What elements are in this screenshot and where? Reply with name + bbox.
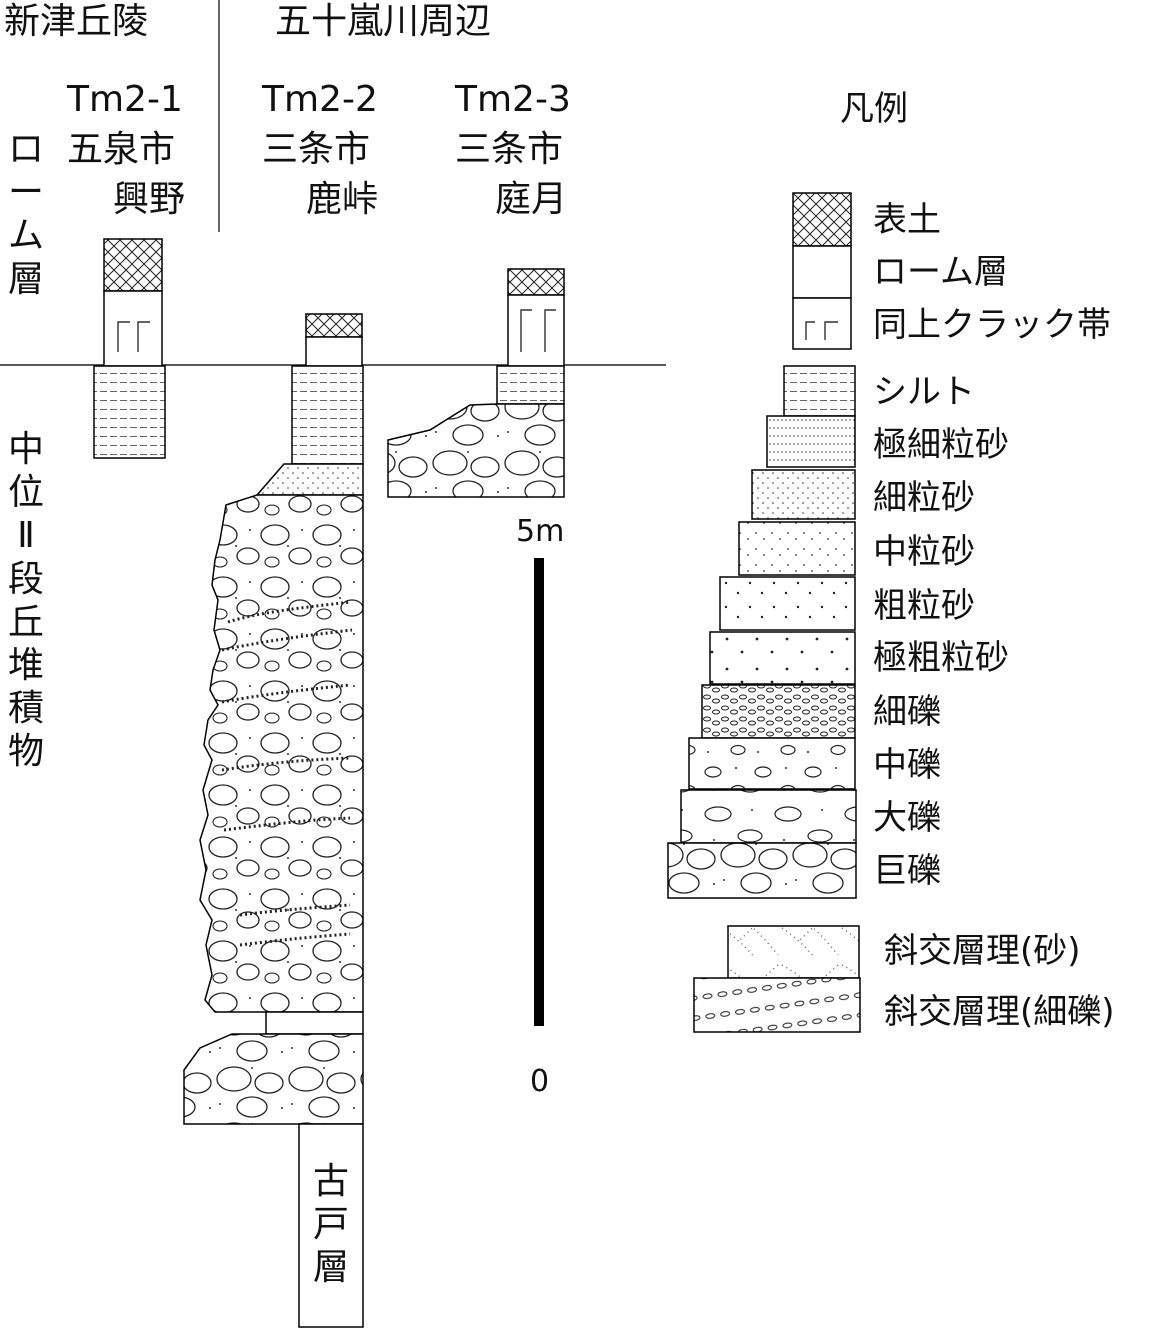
legend-label: 巨礫 [873,851,941,891]
legend-label: 表土 [873,200,941,240]
header-igarashi: 五十嵐川周辺 [275,1,492,42]
column-tm2-3 [387,268,565,498]
legend-label: 細粒砂 [873,478,975,518]
header-niitsu: 新津丘陵 [4,1,149,42]
legend-label: 斜交層理(砂) [884,931,1081,971]
legend-label: 極粗粒砂 [873,638,1009,678]
scale-label-top: 5m [516,514,565,549]
site-place: 庭月 [495,179,568,220]
site-id: Tm2-1 [67,79,183,120]
site-id: Tm2-2 [262,79,378,120]
legend-label: 細礫 [873,692,941,732]
site-place: 興野 [113,179,186,220]
site-place: 鹿峠 [306,179,379,220]
column-tm2-1 [93,238,166,459]
column-tm2-2 [183,313,364,1328]
legend-label: 粗粒砂 [873,586,975,626]
site-id: Tm2-3 [455,79,571,120]
legend-title: 凡例 [840,89,908,129]
site-city: 三条市 [455,129,564,170]
unit-label-loam: ローム層 [7,129,44,300]
legend-label: シルト [873,372,975,412]
legend-label: 大礫 [873,798,941,838]
legend-label: 中粒砂 [873,532,975,572]
site-city: 三条市 [262,129,371,170]
legend-label: 同上クラック帯 [873,305,1111,345]
site-city: 五泉市 [67,129,176,170]
legend-label: 極細粒砂 [873,425,1009,465]
scale-bar [534,558,544,1026]
legend-swatches [667,192,861,1033]
unit-label-kodo: 古戸層 [312,1161,349,1289]
legend-label: ローム層 [873,252,1008,292]
legend-label: 斜交層理(細礫) [884,992,1115,1032]
scale-label-bottom: 0 [530,1064,550,1099]
legend-label: 中礫 [873,745,941,785]
